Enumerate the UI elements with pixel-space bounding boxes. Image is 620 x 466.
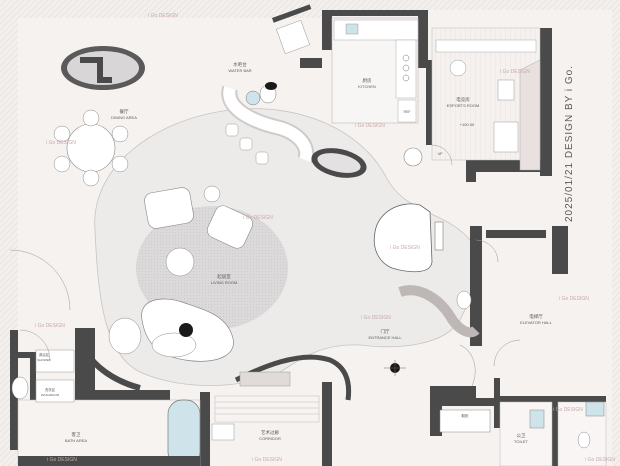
- label-shower-en: SHOWER: [37, 358, 51, 362]
- living-rug: [136, 206, 288, 330]
- label-washroom-en: WASHROOM: [41, 393, 60, 397]
- curved-wall-left: [75, 329, 141, 391]
- watermark: i Go DESIGN: [35, 323, 65, 329]
- label-washroom-cn: 洗衣区: [45, 387, 56, 392]
- watermark: i Go DESIGN: [46, 140, 76, 146]
- watermark: i Go DESIGN: [361, 315, 391, 321]
- label-dining-cn: 餐厅: [120, 108, 129, 115]
- watermark: i Go DESIGN: [585, 457, 615, 463]
- label-esports-en: ESPORTS ROOM: [447, 103, 480, 108]
- dining-area: [53, 46, 145, 187]
- label-elevator-cn: 电梯厅: [529, 313, 543, 320]
- label-shower-cn: 淋浴区: [39, 352, 50, 357]
- armchair: [144, 187, 194, 229]
- watermark: i Go DESIGN: [559, 296, 589, 302]
- label-toilet-en: TOILET: [514, 439, 528, 444]
- watermark: i Go DESIGN: [355, 123, 385, 129]
- label-entrance-en: ENTRANCE HALL: [368, 335, 402, 340]
- watermark: i Go DESIGN: [148, 13, 178, 19]
- label-corridor-cn: 艺术过廊: [261, 429, 279, 436]
- watermark: i Go DESIGN: [553, 407, 583, 413]
- label-living-en: LIVING ROOM: [211, 280, 238, 285]
- label-living-cn: 起居室: [217, 273, 231, 280]
- watermark: i Go DESIGN: [243, 215, 273, 221]
- label-kitchen-cn: 厨房: [363, 77, 372, 84]
- label-elevator-en: ELEVATOR HALL: [520, 320, 553, 325]
- shoe-cabinet-label: 鞋柜: [462, 413, 470, 418]
- toilet-area: [499, 401, 607, 466]
- water-bar: [221, 82, 367, 178]
- ref-label: REF: [404, 110, 411, 114]
- watermarks: i Go DESIGN i Go DESIGN i Go DESIGN i Go…: [35, 13, 615, 463]
- watermark: i Go DESIGN: [252, 457, 282, 463]
- watermark: i Go DESIGN: [47, 457, 77, 463]
- label-bath-cn: 客卫: [72, 431, 81, 438]
- label-dining-en: DINING AREA: [111, 115, 137, 120]
- bath-area: [11, 349, 235, 466]
- label-toilet-cn: 公卫: [517, 433, 526, 438]
- esports-area: [431, 27, 541, 171]
- entrance-elements: [239, 285, 491, 433]
- label-bath-en: BATH AREA: [65, 438, 87, 443]
- round-dining-table: [66, 123, 116, 173]
- label-entrance-cn: 门厅: [381, 328, 390, 335]
- corridor-steps: [214, 395, 320, 423]
- label-waterbar-cn: 水吧台: [233, 61, 247, 68]
- vertical-title: 2025/01/21 DESIGN BY i Go.: [564, 65, 575, 222]
- label-esports-cn: 电竞房: [456, 96, 470, 103]
- level-mark: +100.00: [460, 122, 475, 127]
- door-arcs: [9, 144, 521, 367]
- label-kitchen-en: KITCHEN: [358, 84, 376, 89]
- label-waterbar-en: WATER BAR: [228, 68, 251, 73]
- watermark: i Go DESIGN: [500, 69, 530, 75]
- curved-wall-entry: [234, 354, 352, 401]
- label-corridor-en: CORRIDOR: [259, 436, 281, 441]
- kitchen-area: [276, 17, 419, 124]
- up-arrow-label: UP: [438, 152, 444, 156]
- room-labels: 餐厅 DINING AREA 水吧台 WATER BAR 厨房 KITCHEN …: [37, 61, 552, 444]
- grand-piano: [373, 203, 444, 273]
- living-furniture: [108, 147, 423, 362]
- watermark: i Go DESIGN: [390, 245, 420, 251]
